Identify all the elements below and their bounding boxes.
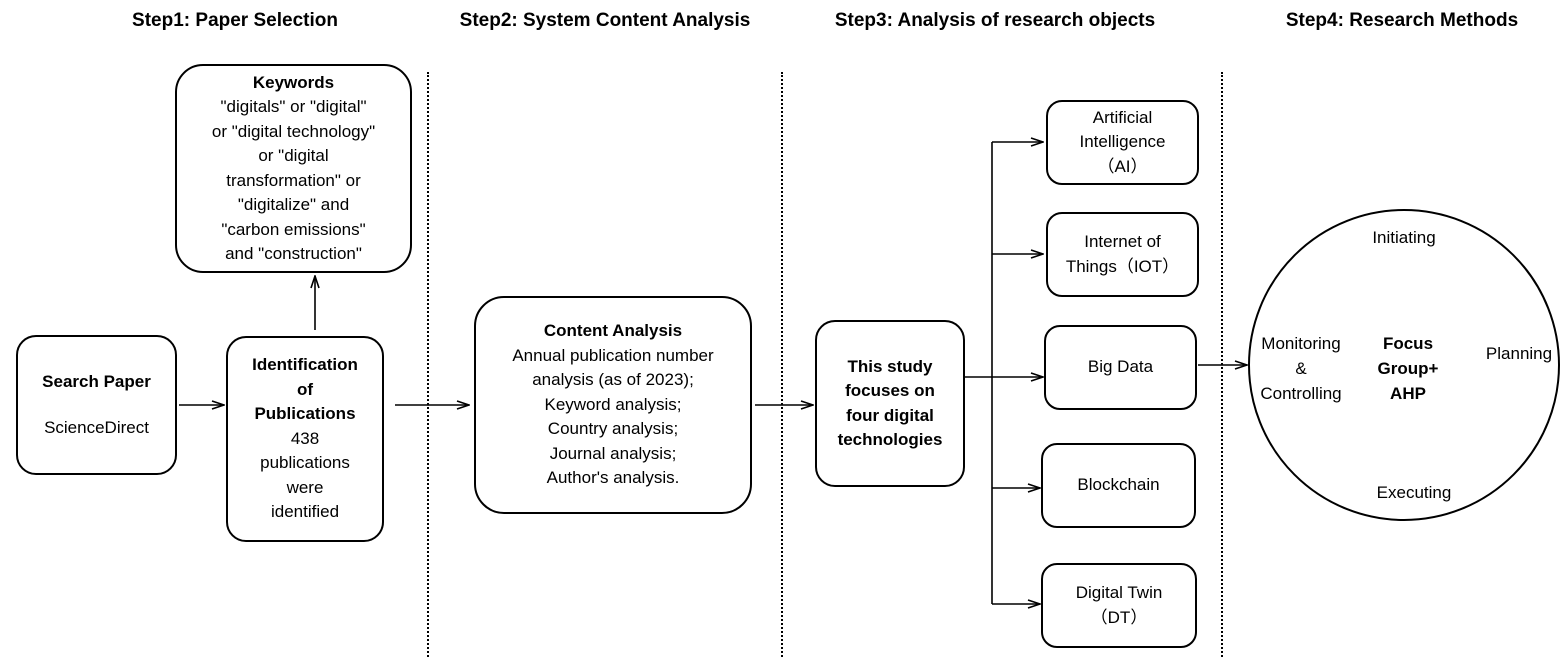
technology-digital-twin-box: Digital Twin （DT） — [1041, 563, 1197, 648]
monitoring-line: Monitoring — [1261, 334, 1341, 353]
focus-line: four digital — [846, 405, 934, 425]
keywords-line: "digitals" or "digital" — [220, 97, 367, 116]
technology-ai-box: Artificial Intelligence （AI） — [1046, 100, 1199, 185]
circle-center-label: Focus Group+ AHP — [1378, 331, 1439, 406]
content-analysis-line: Country analysis; — [547, 419, 679, 439]
separator-step1-step2 — [427, 72, 429, 657]
focus-line: technologies — [837, 430, 943, 449]
technology-iot-box: Internet of Things（IOT） — [1046, 212, 1199, 297]
identification-title-line: of — [296, 379, 314, 399]
content-analysis-line: Annual publication number — [512, 345, 714, 365]
content-analysis-title: Content Analysis — [543, 321, 683, 341]
circle-planning-label: Planning — [1485, 344, 1553, 363]
step2-title: Step2: System Content Analysis — [459, 10, 751, 31]
technology-ai-line: Artificial — [1092, 107, 1153, 127]
technology-iot-line: Things（IOT） — [1065, 256, 1180, 276]
search-paper-source: ScienceDirect — [44, 418, 149, 437]
focus-line: focuses on — [845, 381, 935, 400]
technology-big-data-box: Big Data — [1044, 325, 1197, 410]
content-analysis-line: Author's analysis. — [546, 468, 680, 488]
keywords-title: Keywords — [252, 72, 335, 92]
circle-executing-label: Executing — [1376, 483, 1452, 502]
content-analysis-line: analysis (as of 2023); — [532, 370, 694, 390]
focus-box: This study focuses on four digital techn… — [815, 320, 965, 487]
technology-big-data-line: Big Data — [1087, 357, 1154, 377]
identification-title-line: Publications — [254, 404, 356, 424]
identification-box: Identification of Publications 438 publi… — [226, 336, 384, 542]
monitoring-line: Controlling — [1260, 384, 1342, 403]
center-line: Group+ — [1377, 359, 1439, 378]
search-paper-box: Search Paper ScienceDirect — [16, 335, 177, 475]
technology-ai-line: （AI） — [1097, 156, 1148, 176]
identification-body-line: identified — [270, 502, 340, 522]
identification-title-line: Identification — [252, 355, 358, 375]
monitoring-line: & — [1295, 359, 1307, 378]
technology-iot-line: Internet of — [1084, 232, 1161, 251]
step1-title: Step1: Paper Selection — [132, 10, 338, 31]
identification-body-line: publications — [260, 453, 350, 473]
search-paper-title: Search Paper — [42, 371, 151, 391]
keywords-line: transformation" or — [226, 170, 361, 190]
keywords-line: "carbon emissions" — [221, 219, 366, 239]
focus-line: This study — [847, 356, 933, 376]
content-analysis-line: Journal analysis; — [549, 443, 677, 463]
content-analysis-box: Content Analysis Annual publication numb… — [474, 296, 752, 514]
technology-digital-twin-line: Digital Twin — [1075, 583, 1163, 602]
center-line: Focus — [1382, 334, 1434, 353]
identification-body-line: 438 — [290, 428, 320, 448]
technology-ai-line: Intelligence — [1079, 132, 1166, 152]
keywords-box: Keywords "digitals" or "digital" or "dig… — [175, 64, 412, 273]
circle-initiating-label: Initiating — [1372, 228, 1436, 247]
step3-title: Step3: Analysis of research objects — [834, 10, 1156, 31]
circle-monitoring-label: Monitoring & Controlling — [1260, 331, 1341, 406]
keywords-line: and "construction" — [225, 244, 362, 263]
keywords-line: or "digital — [258, 146, 329, 165]
identification-body-line: were — [286, 477, 324, 497]
keywords-line: or "digital technology" — [211, 121, 376, 141]
research-methods-circle — [1248, 209, 1560, 521]
technology-digital-twin-line: （DT） — [1090, 607, 1148, 627]
technology-blockchain-line: Blockchain — [1077, 475, 1160, 495]
technology-blockchain-box: Blockchain — [1041, 443, 1196, 528]
center-line: AHP — [1390, 384, 1426, 403]
step4-title: Step4: Research Methods — [1285, 10, 1519, 31]
separator-step2-step3 — [781, 72, 783, 657]
content-analysis-line: Keyword analysis; — [544, 394, 682, 414]
keywords-line: "digitalize" and — [237, 195, 350, 214]
